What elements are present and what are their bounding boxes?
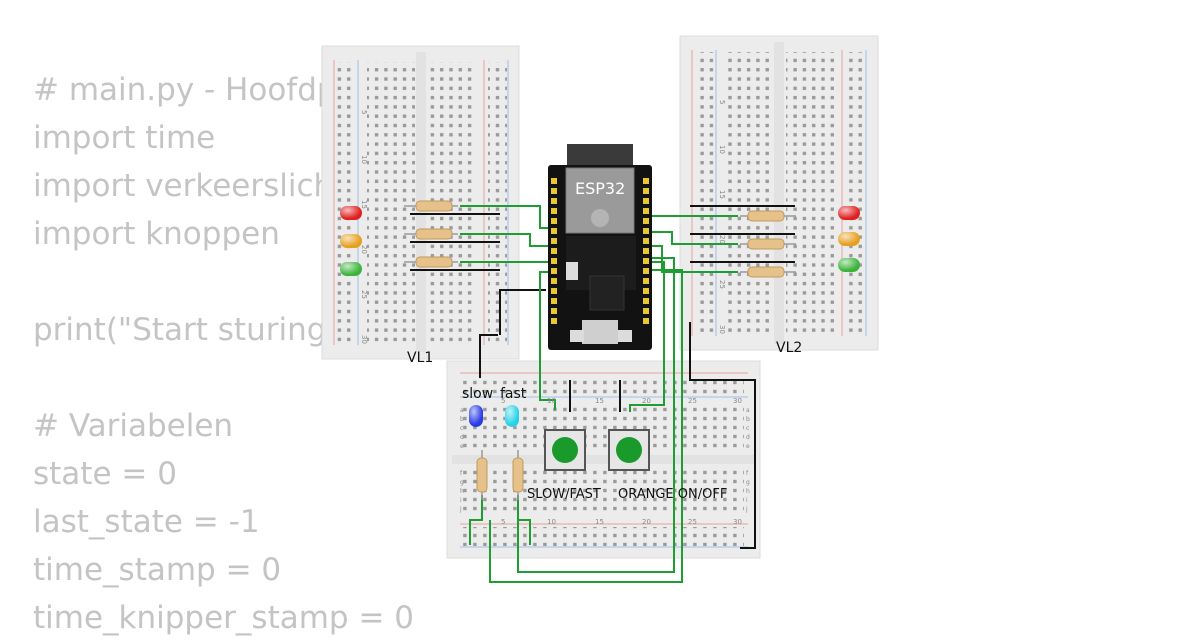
breadboard-vl2 — [679, 35, 879, 351]
svg-text:g: g — [746, 479, 750, 486]
vl2-row-numbers: 5 10 15 20 25 30 — [718, 100, 726, 334]
code-line: state = 0 — [33, 456, 177, 492]
svg-text:j: j — [745, 506, 748, 513]
led-fast-label: fast — [500, 386, 527, 402]
svg-text:g: g — [460, 479, 464, 486]
led-orange-vl1 — [340, 234, 362, 248]
svg-text:30: 30 — [718, 325, 726, 334]
svg-text:10: 10 — [547, 518, 556, 526]
svg-text:h: h — [746, 488, 750, 495]
svg-text:25: 25 — [360, 290, 368, 299]
code-line: import time — [33, 120, 216, 156]
svg-text:a: a — [460, 407, 464, 414]
button-orange-label: ORANGE ON/OFF — [618, 487, 727, 502]
led-red-vl2 — [838, 206, 860, 220]
svg-text:b: b — [746, 416, 750, 423]
svg-text:20: 20 — [360, 245, 368, 254]
green-signal-wires — [460, 205, 738, 583]
svg-text:c: c — [460, 425, 463, 432]
svg-text:10: 10 — [547, 397, 556, 405]
slow-fast-pushbutton[interactable] — [544, 429, 586, 471]
svg-text:20: 20 — [642, 518, 651, 526]
svg-text:15: 15 — [718, 190, 726, 199]
svg-text:5: 5 — [360, 110, 368, 114]
svg-text:15: 15 — [595, 397, 604, 405]
code-line: print("Start sturing — [33, 312, 327, 348]
svg-text:25: 25 — [718, 280, 726, 289]
code-line: time_stamp = 0 — [33, 552, 282, 588]
led-slow-label: slow — [462, 386, 493, 402]
svg-text:10: 10 — [360, 155, 368, 164]
svg-text:20: 20 — [642, 397, 651, 405]
breadboard-vl1-label: VL1 — [407, 350, 433, 366]
bottom-row-letters: a b c d e f g h i j a b c d e f g h i j — [459, 407, 750, 513]
led-red-vl1 — [340, 206, 362, 220]
svg-text:15: 15 — [595, 518, 604, 526]
led-fast-cyan — [505, 405, 519, 427]
svg-text:b: b — [460, 416, 464, 423]
code-line: last_state = -1 — [33, 504, 260, 540]
svg-text:20: 20 — [718, 235, 726, 244]
code-line: # Variabelen — [33, 408, 234, 444]
svg-text:30: 30 — [733, 518, 742, 526]
svg-text:e: e — [746, 443, 750, 450]
svg-text:25: 25 — [688, 397, 697, 405]
breadboard-vl1 — [321, 45, 520, 360]
svg-text:f: f — [460, 470, 463, 477]
svg-text:d: d — [746, 434, 750, 441]
orange-on-off-pushbutton[interactable] — [608, 429, 650, 471]
svg-text:d: d — [460, 434, 464, 441]
svg-text:15: 15 — [360, 200, 368, 209]
svg-text:a: a — [746, 407, 750, 414]
vl1-row-numbers: 5 10 15 20 25 30 — [360, 110, 368, 344]
breadboard-bottom — [446, 360, 761, 559]
svg-text:e: e — [460, 443, 464, 450]
bottom-column-numbers: 5 10 15 20 25 30 5 10 15 20 25 30 — [501, 397, 742, 526]
led-green-vl1 — [340, 262, 362, 276]
svg-text:5: 5 — [718, 100, 726, 104]
esp32-board: ESP32 — [548, 144, 652, 350]
code-line: import verkeerslich — [33, 168, 334, 204]
svg-text:c: c — [746, 425, 749, 432]
svg-text:30: 30 — [360, 335, 368, 344]
svg-text:25: 25 — [688, 518, 697, 526]
led-orange-vl2 — [838, 232, 860, 246]
led-green-vl2 — [838, 258, 860, 272]
svg-text:j: j — [459, 506, 462, 513]
led-slow-blue — [469, 405, 483, 427]
svg-text:h: h — [460, 488, 464, 495]
svg-text:f: f — [746, 470, 749, 477]
black-jumper-wires — [410, 205, 795, 549]
svg-text:5: 5 — [501, 397, 505, 405]
svg-text:i: i — [746, 497, 748, 504]
esp32-label: ESP32 — [575, 179, 625, 198]
svg-text:i: i — [460, 497, 462, 504]
breadboard-vl2-label: VL2 — [776, 340, 802, 356]
svg-text:10: 10 — [718, 145, 726, 154]
resistors — [404, 200, 796, 500]
code-line: # main.py - Hoofdp — [33, 72, 337, 108]
code-editor-text: # main.py - Hoofdp import time import verk… — [33, 66, 414, 642]
code-line: import knoppen — [33, 216, 280, 252]
svg-text:30: 30 — [733, 397, 742, 405]
button-slow-fast-label: SLOW/FAST — [527, 487, 601, 502]
svg-text:5: 5 — [501, 518, 505, 526]
